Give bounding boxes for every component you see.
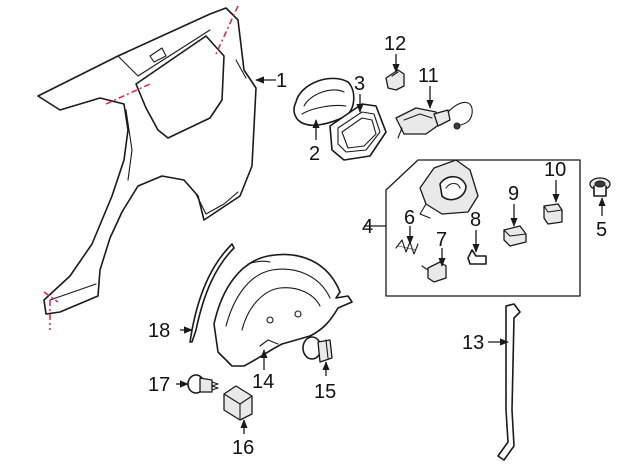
- screw-17: [187, 374, 219, 394]
- callout-4: 4: [362, 216, 373, 238]
- callout-14: 14: [252, 371, 274, 393]
- filler-housing: [329, 103, 387, 161]
- callout-5: 5: [596, 219, 607, 241]
- callout-15: 15: [314, 381, 336, 403]
- leader-lines: [176, 54, 606, 434]
- clip-12: [385, 69, 405, 91]
- callout-labels: 1 2 3 4 5 6 7 8 9 10 11 12 13 14 15 16 1…: [148, 33, 607, 459]
- pocket-assembly-box: [385, 159, 581, 297]
- nut-16: [223, 385, 253, 421]
- bracket-8: [467, 249, 487, 265]
- callout-11: 11: [418, 65, 439, 87]
- callout-6: 6: [404, 207, 415, 229]
- filler-pocket: [419, 159, 479, 219]
- bumper-9: [503, 225, 527, 247]
- quarter-panel: [37, 7, 257, 315]
- callout-10: 10: [544, 159, 566, 181]
- molding-strip-18: [189, 243, 235, 343]
- spring-6: [395, 239, 419, 255]
- callout-17: 17: [148, 374, 170, 396]
- callout-8: 8: [470, 209, 481, 231]
- callout-12: 12: [384, 33, 406, 55]
- release-actuator: [395, 101, 473, 139]
- push-pin-15: [302, 336, 333, 363]
- support-rod-13: [497, 303, 521, 461]
- cut-lines: [43, 5, 239, 330]
- callout-9: 9: [508, 183, 519, 205]
- callout-7: 7: [436, 229, 447, 251]
- callout-2: 2: [309, 143, 320, 165]
- callout-3: 3: [354, 73, 365, 95]
- callout-16: 16: [232, 437, 254, 459]
- grommet-10: [543, 203, 563, 225]
- plug-5: [589, 177, 611, 197]
- callout-1: 1: [276, 70, 287, 92]
- callout-13: 13: [462, 332, 484, 354]
- callout-18: 18: [148, 320, 170, 342]
